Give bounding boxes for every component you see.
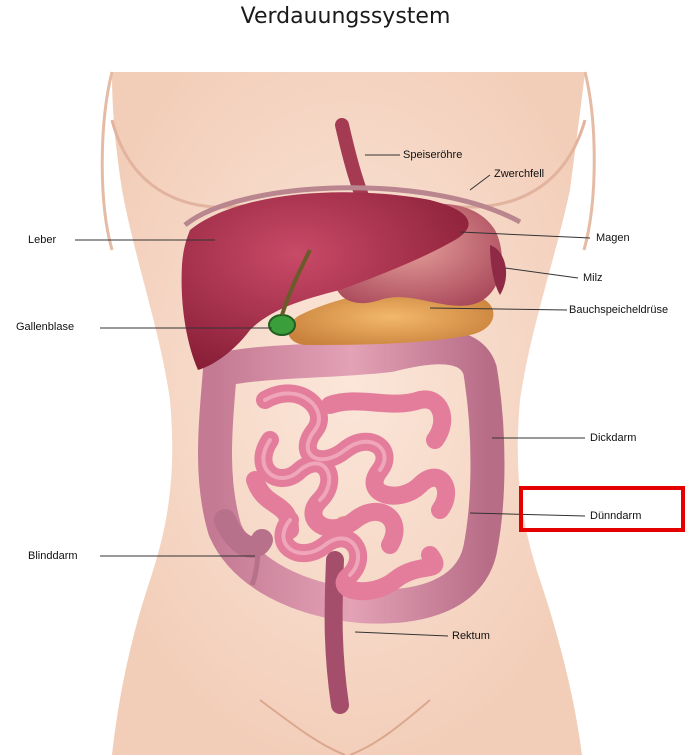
- label-speiseroehre: Speiseröhre: [403, 149, 462, 161]
- highlight-box: [519, 486, 685, 532]
- label-leber: Leber: [28, 234, 56, 246]
- gallbladder: [269, 315, 295, 335]
- label-bauchspeicheldruese: Bauchspeicheldrüse: [569, 304, 668, 316]
- label-rektum: Rektum: [452, 630, 490, 642]
- label-milz: Milz: [583, 272, 603, 284]
- label-dickdarm: Dickdarm: [590, 432, 636, 444]
- label-magen: Magen: [596, 232, 630, 244]
- label-gallenblase: Gallenblase: [16, 321, 74, 333]
- label-blinddarm: Blinddarm: [28, 550, 78, 562]
- label-zwerchfell: Zwerchfell: [494, 168, 544, 180]
